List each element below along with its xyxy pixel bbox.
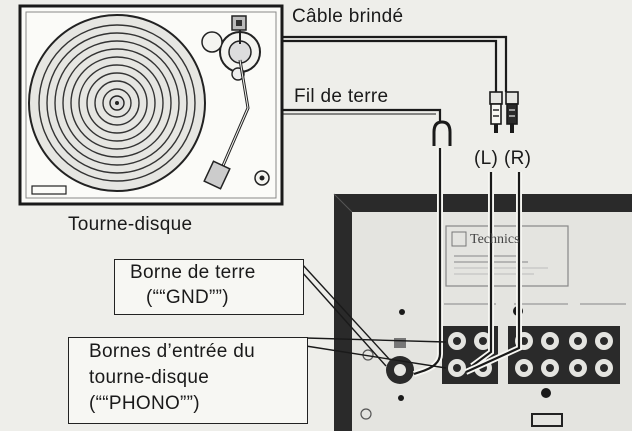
tape-jack-block	[508, 326, 620, 384]
right-channel-label: (R)	[504, 148, 532, 169]
rca-plug-left	[489, 91, 503, 133]
ground-terminal-tag: (““GND””)	[146, 287, 229, 308]
ground-wire-label: Fil de terre	[294, 86, 389, 107]
badge-plate	[31, 185, 67, 195]
panel-clip	[531, 413, 563, 427]
ground-wire	[282, 108, 442, 122]
ground-symbol-icon	[360, 408, 372, 420]
ground-terminal-label: Borne de terre	[130, 262, 256, 283]
ground-wire-lug-icon	[432, 120, 452, 146]
phono-inputs-label: Bornes d’entrée du	[89, 341, 255, 362]
shielded-cable-label: Câble brindé	[292, 6, 404, 27]
amplifier-brand: Technics	[470, 232, 520, 247]
turntable-illustration	[18, 4, 284, 206]
left-channel-lead	[470, 172, 494, 369]
gnd-terminal	[386, 338, 414, 384]
phono-inputs-label-2: tourne-disque	[89, 367, 210, 388]
panel-screw-icon	[398, 395, 404, 401]
platter	[28, 14, 206, 192]
phono-inputs-callout: Bornes d’entrée du tourne-disque (““PHON…	[68, 337, 308, 424]
right-channel-lead	[464, 172, 522, 375]
speed-knob	[254, 170, 270, 186]
tonearm	[201, 15, 261, 190]
amplifier-rear-panel	[333, 193, 632, 431]
shielded-cable	[282, 35, 508, 92]
callout-leaders	[301, 263, 447, 369]
ground-wire-to-terminal	[413, 148, 443, 377]
panel-screw-icon	[399, 309, 405, 315]
turntable-label: Tourne-disque	[68, 214, 193, 235]
panel-screw-icon	[541, 388, 551, 398]
phono-inputs-tag: (““PHONO””)	[89, 393, 200, 414]
rca-plug-right	[505, 91, 519, 133]
left-channel-label: (L)	[474, 148, 499, 169]
ground-terminal-callout: Borne de terre (““GND””)	[114, 259, 304, 315]
